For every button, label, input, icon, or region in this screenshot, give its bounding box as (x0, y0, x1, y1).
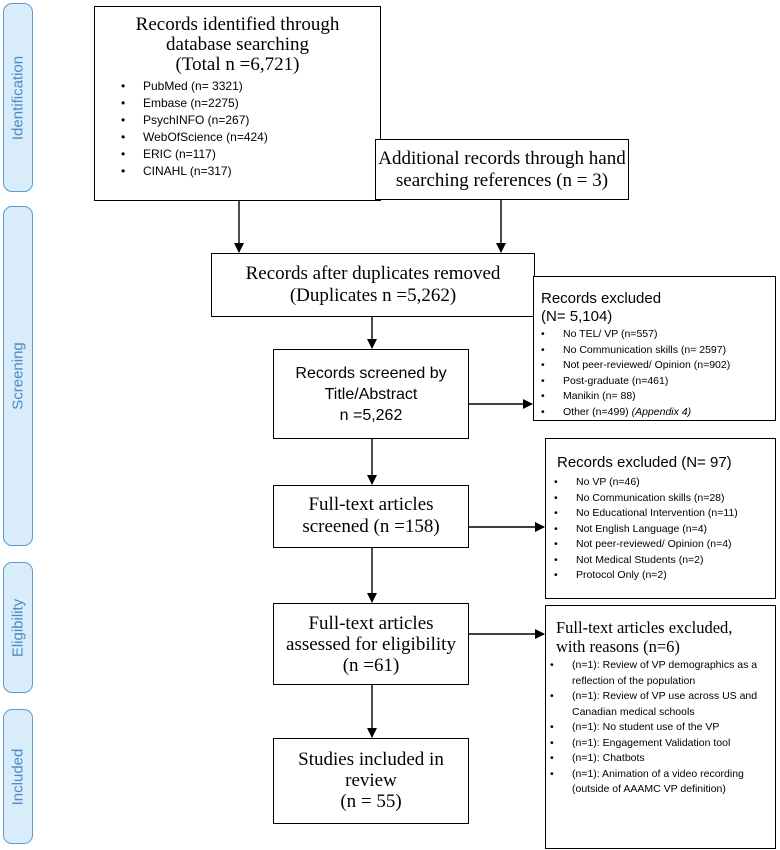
list-item: (n=1): Review of VP demographics as a re… (542, 658, 769, 689)
list-item: No Educational Intervention (n=11) (546, 506, 775, 522)
phase-identification: Identification (3, 3, 33, 192)
screened-line2: Title/Abstract (324, 386, 418, 403)
excluded1-box: Records excluded (N= 5,104) No TEL/ VP (… (533, 276, 776, 421)
list-item: (n=1): Chatbots (542, 751, 769, 767)
identified-sources-list: PubMed (n= 3321) Embase (n=2275) PsychIN… (113, 78, 380, 180)
list-item: (n=1): Animation of a video recording (o… (542, 767, 769, 798)
fulltext-box: Full-text articles screened (n =158) (273, 485, 469, 548)
phase-eligibility: Eligibility (3, 562, 33, 693)
list-item: (n=1): Engagement Validation tool (542, 736, 769, 752)
included-line3: (n = 55) (340, 791, 402, 812)
excluded1-other: Other (n=499) (563, 405, 629, 418)
excluded1-other-ref: (Appendix 4) (631, 405, 692, 418)
list-item: (n=1): Review of VP use across US and Ca… (542, 689, 769, 720)
list-item: Not peer-reviewed/ Opinion (n=4) (546, 537, 775, 553)
phase-included: Included (3, 709, 33, 844)
excluded2-box: Records excluded (N= 97) No VP (n=46) No… (545, 438, 776, 599)
phase-label: Eligibility (9, 598, 27, 657)
list-item: Not English Language (n=4) (546, 522, 775, 538)
phase-label: Included (9, 748, 27, 805)
excluded3-line1: Full-text articles excluded, (556, 618, 733, 637)
excluded1-list: No TEL/ VP (n=557) No Communication skil… (533, 327, 775, 420)
included-line2: review (345, 770, 397, 791)
list-item: Manikin (n= 88) (533, 389, 775, 405)
list-item: WebOfScience (n=424) (113, 129, 380, 146)
excluded1-title: Records excluded (541, 290, 662, 307)
eligible-line3: (n =61) (342, 655, 400, 676)
screened-line3: n =5,262 (339, 407, 403, 424)
list-item: ERIC (n=117) (113, 146, 380, 163)
list-item: No Communication skills (n=28) (546, 491, 775, 507)
screened-box: Records screened by Title/Abstract n =5,… (273, 349, 469, 439)
list-item: Not peer-reviewed/ Opinion (n=902) (533, 358, 775, 374)
list-item: Embase (n=2275) (113, 95, 380, 112)
excluded2-title: Records excluded (N= 97) (557, 454, 732, 471)
excluded3-line2: with reasons (n=6) (556, 637, 680, 656)
eligible-box: Full-text articles assessed for eligibil… (273, 603, 469, 685)
excluded2-list: No VP (n=46) No Communication skills (n=… (546, 475, 775, 584)
list-item: Protocol Only (n=2) (546, 568, 775, 584)
dedup-line1: Records after duplicates removed (245, 263, 501, 284)
list-item: No Communication skills (n= 2597) (533, 343, 775, 359)
dedup-line2: (Duplicates n =5,262) (289, 285, 457, 306)
list-item: No VP (n=46) (546, 475, 775, 491)
eligible-line2: assessed for eligibility (286, 634, 456, 655)
screened-line1: Records screened by (295, 365, 447, 382)
included-line1: Studies included in (298, 749, 444, 770)
excluded3-box: Full-text articles excluded, with reason… (545, 605, 776, 849)
fulltext-line2: screened (n =158) (302, 516, 440, 537)
phase-label: Screening (9, 342, 27, 410)
included-box: Studies included in review (n = 55) (273, 738, 469, 824)
excluded3-list: (n=1): Review of VP demographics as a re… (542, 658, 769, 798)
list-item: Other (n=499) (Appendix 4) (533, 405, 775, 421)
identified-line2: database searching (166, 34, 309, 55)
list-item: Post-graduate (n=461) (533, 374, 775, 390)
identified-box: Records identified through database sear… (94, 6, 381, 201)
excluded1-count: (N= 5,104) (541, 308, 613, 325)
fulltext-line1: Full-text articles (308, 494, 434, 515)
list-item: PubMed (n= 3321) (113, 78, 380, 95)
list-item: No TEL/ VP (n=557) (533, 327, 775, 343)
phase-screening: Screening (3, 206, 33, 546)
phase-label: Identification (9, 55, 27, 140)
eligible-line1: Full-text articles (308, 613, 434, 634)
list-item: Not Medical Students (n=2) (546, 553, 775, 569)
additional-line2: searching references (n = 3) (395, 170, 609, 191)
additional-line1: Additional records through hand (378, 148, 626, 169)
list-item: CINAHL (n=317) (113, 163, 380, 180)
additional-box: Additional records through hand searchin… (375, 139, 629, 200)
list-item: (n=1): No student use of the VP (542, 720, 769, 736)
identified-total: (Total n =6,721) (175, 54, 300, 75)
list-item: PsychINFO (n=267) (113, 112, 380, 129)
identified-line1: Records identified through (135, 14, 340, 35)
dedup-box: Records after duplicates removed (Duplic… (211, 253, 535, 317)
